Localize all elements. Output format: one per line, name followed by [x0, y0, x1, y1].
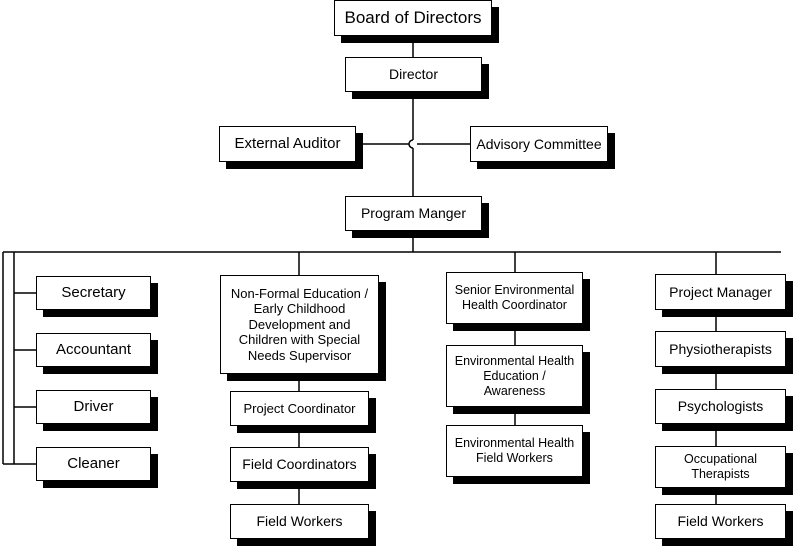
education-supervisor-box: Non-Formal Education / Early Childhood D… — [220, 275, 379, 374]
project-manager-box: Project Manager — [655, 274, 786, 310]
program-manager-box: Program Manger — [345, 196, 482, 231]
board-of-directors-box: Board of Directors — [334, 0, 492, 36]
advisory-committee-box: Advisory Committee — [470, 126, 608, 162]
environmental-education-box: Environmental Health Education / Awarene… — [446, 345, 583, 407]
psychologists-box: Psychologists — [655, 389, 786, 424]
director-box: Director — [345, 57, 482, 92]
accountant-box: Accountant — [36, 333, 151, 367]
physiotherapists-box: Physiotherapists — [655, 331, 786, 367]
field-coordinators-box: Field Coordinators — [230, 447, 369, 482]
therapy-field-workers-box: Field Workers — [655, 504, 786, 539]
bridge-line — [408, 139, 414, 149]
external-auditor-box: External Auditor — [219, 126, 356, 162]
cleaner-box: Cleaner — [36, 447, 151, 481]
environmental-field-workers-box: Environmental Health Field Workers — [446, 425, 583, 477]
education-field-workers-box: Field Workers — [230, 504, 369, 539]
project-coordinator-box: Project Coordinator — [230, 391, 369, 426]
secretary-box: Secretary — [36, 276, 151, 310]
driver-box: Driver — [36, 390, 151, 424]
occupational-therapists-box: Occupational Therapists — [655, 446, 786, 488]
senior-environmental-coordinator-box: Senior Environmental Health Coordinator — [446, 272, 583, 324]
